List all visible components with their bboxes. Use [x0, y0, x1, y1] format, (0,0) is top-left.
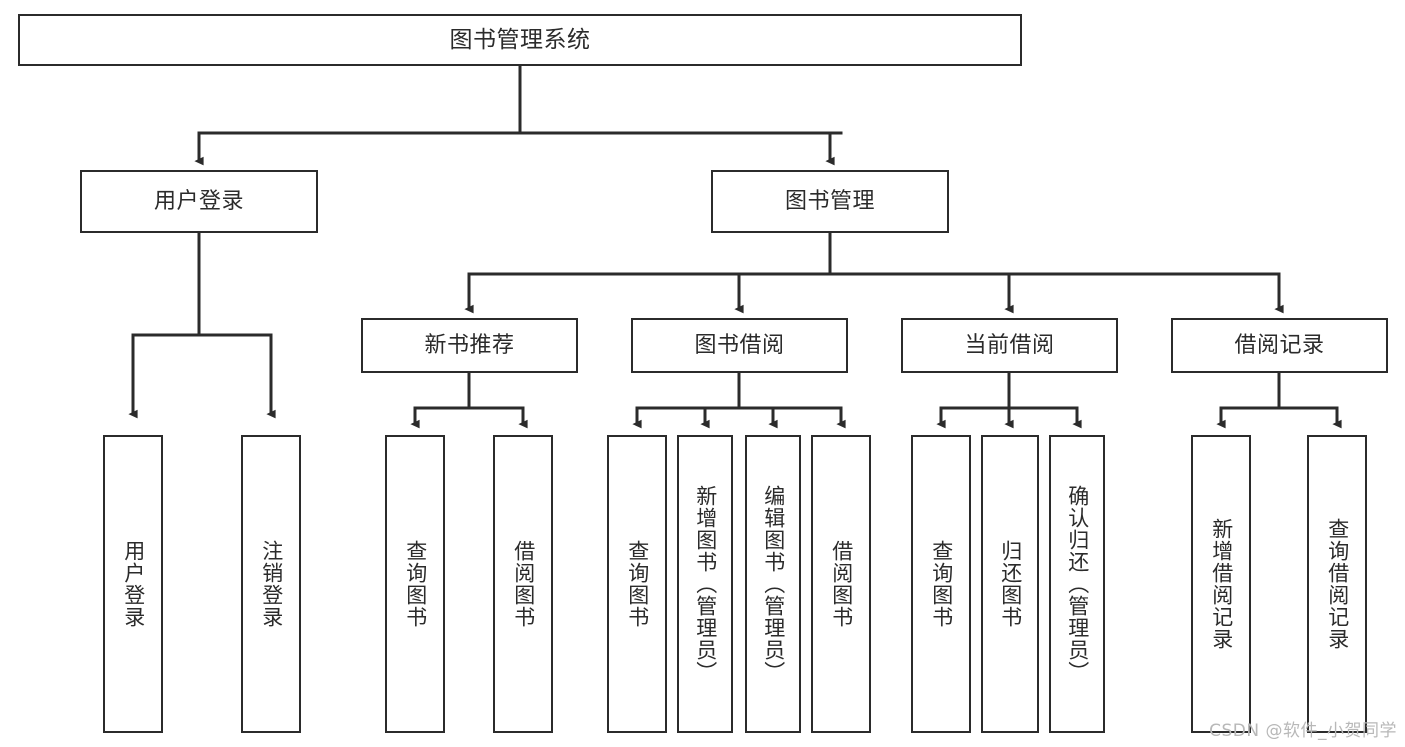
leaf-borrow-query-book[interactable]: 查询图书 [607, 435, 667, 733]
leaf-borrow-add-book-admin-label: 新增图书（管理员） [693, 485, 718, 683]
node-user-login[interactable]: 用户登录 [80, 170, 318, 233]
leaf-user-login-signout-label: 注销登录 [259, 540, 284, 628]
leaf-records-add-record-label: 新增借阅记录 [1209, 518, 1234, 650]
leaf-current-return-book[interactable]: 归还图书 [981, 435, 1039, 733]
leaf-borrow-edit-book-admin[interactable]: 编辑图书（管理员） [745, 435, 801, 733]
node-new-book-recommend-label: 新书推荐 [424, 332, 515, 358]
leaf-current-confirm-return-admin-label: 确认归还（管理员） [1065, 485, 1090, 683]
leaf-records-query-record-label: 查询借阅记录 [1325, 518, 1350, 650]
leaf-recommend-borrow-book[interactable]: 借阅图书 [493, 435, 553, 733]
node-user-login-label: 用户登录 [153, 188, 244, 214]
leaf-user-login-signin-label: 用户登录 [121, 540, 146, 628]
leaf-borrow-query-book-label: 查询图书 [625, 540, 650, 628]
leaf-borrow-edit-book-admin-label: 编辑图书（管理员） [761, 485, 786, 683]
leaf-records-add-record[interactable]: 新增借阅记录 [1191, 435, 1251, 733]
leaf-records-query-record[interactable]: 查询借阅记录 [1307, 435, 1367, 733]
leaf-current-query-book[interactable]: 查询图书 [911, 435, 971, 733]
node-current-borrow-label: 当前借阅 [964, 332, 1055, 358]
leaf-recommend-query-book[interactable]: 查询图书 [385, 435, 445, 733]
node-book-management-label: 图书管理 [784, 188, 875, 214]
leaf-current-query-book-label: 查询图书 [929, 540, 954, 628]
node-new-book-recommend[interactable]: 新书推荐 [361, 318, 578, 373]
leaf-borrow-borrow-book-label: 借阅图书 [829, 540, 854, 628]
leaf-recommend-borrow-book-label: 借阅图书 [511, 540, 536, 628]
node-book-borrow-label: 图书借阅 [694, 332, 785, 358]
leaf-current-confirm-return-admin[interactable]: 确认归还（管理员） [1049, 435, 1105, 733]
node-borrow-records[interactable]: 借阅记录 [1171, 318, 1388, 373]
leaf-user-login-signin[interactable]: 用户登录 [103, 435, 163, 733]
node-book-management[interactable]: 图书管理 [711, 170, 949, 233]
csdn-watermark: CSDN @软件_小贺同学 [1209, 721, 1397, 741]
leaf-user-login-signout[interactable]: 注销登录 [241, 435, 301, 733]
node-borrow-records-label: 借阅记录 [1234, 332, 1325, 358]
leaf-borrow-add-book-admin[interactable]: 新增图书（管理员） [677, 435, 733, 733]
node-book-borrow[interactable]: 图书借阅 [631, 318, 848, 373]
node-root-system[interactable]: 图书管理系统 [18, 14, 1022, 66]
leaf-borrow-borrow-book[interactable]: 借阅图书 [811, 435, 871, 733]
node-root-system-label: 图书管理系统 [449, 26, 591, 53]
node-current-borrow[interactable]: 当前借阅 [901, 318, 1118, 373]
leaf-recommend-query-book-label: 查询图书 [403, 540, 428, 628]
leaf-current-return-book-label: 归还图书 [998, 540, 1023, 628]
